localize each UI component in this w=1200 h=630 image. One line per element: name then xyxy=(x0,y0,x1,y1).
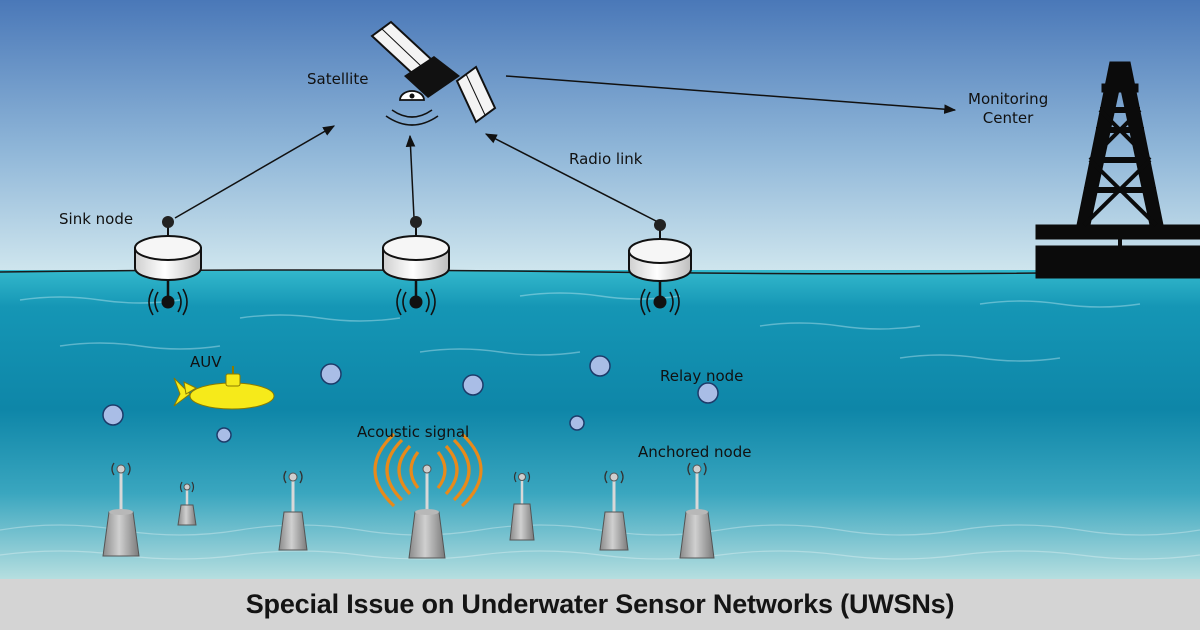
satellite-label: Satellite xyxy=(307,70,369,88)
monitoring-center-label: Monitoring Center xyxy=(968,90,1048,128)
sea xyxy=(0,270,1200,580)
anchored-node-label: Anchored node xyxy=(638,443,752,461)
satellite-icon xyxy=(370,20,497,126)
monitoring-link-arrow xyxy=(505,75,957,114)
relay-node xyxy=(216,427,232,443)
anchored-node xyxy=(177,481,197,526)
acoustic-signal-label: Acoustic signal xyxy=(357,423,470,441)
sink-node-buoy-left xyxy=(134,216,202,316)
footer-title: Special Issue on Underwater Sensor Netwo… xyxy=(245,589,955,619)
anchored-node xyxy=(509,471,535,541)
water-ripples xyxy=(19,292,1141,362)
relay-nodes xyxy=(102,355,719,443)
relay-node xyxy=(569,415,585,431)
seabed-caustics xyxy=(0,524,1200,560)
radio-link-arrow-left xyxy=(174,125,336,219)
relay-node xyxy=(462,374,484,396)
sink-node-buoy-center xyxy=(382,216,450,316)
uwsn-scene xyxy=(0,0,1200,580)
monitoring-center-label-line1: Monitoring xyxy=(968,90,1049,108)
anchored-node xyxy=(408,464,446,559)
sink-node-buoy-right xyxy=(628,219,692,316)
radio-link-label: Radio link xyxy=(569,150,643,168)
radio-link-arrow-center xyxy=(405,134,416,219)
anchored-node xyxy=(679,462,715,559)
sky xyxy=(0,0,1200,272)
relay-node xyxy=(320,363,342,385)
radio-link-arrow-right xyxy=(484,133,657,222)
anchored-node xyxy=(599,470,629,551)
auv-icon xyxy=(173,366,275,410)
footer-banner: Special Issue on Underwater Sensor Netwo… xyxy=(0,579,1200,630)
relay-node xyxy=(697,382,719,404)
monitoring-center-label-line2: Center xyxy=(982,109,1034,127)
relay-node xyxy=(589,355,611,377)
anchored-node xyxy=(102,462,140,557)
relay-node-label: Relay node xyxy=(660,367,744,385)
sink-node-label: Sink node xyxy=(59,210,134,228)
acoustic-signal-icon xyxy=(373,432,483,508)
anchored-node xyxy=(278,470,308,551)
auv-label: AUV xyxy=(190,353,222,371)
monitoring-center-icon xyxy=(1035,61,1200,279)
relay-node xyxy=(102,404,124,426)
